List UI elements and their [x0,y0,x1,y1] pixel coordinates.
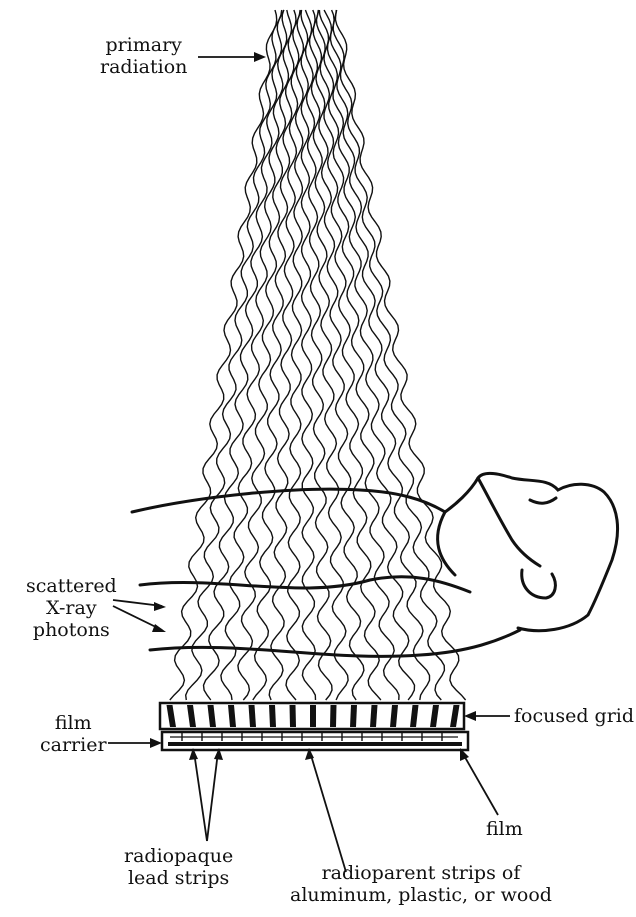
radiation-wave [317,10,381,700]
arrow-radioparent [310,752,346,872]
radiation-wave [336,10,466,700]
focused-grid [160,703,464,729]
radiation-wave [170,10,277,700]
lead-strip [290,705,297,727]
primary-radiation-waves [170,10,466,700]
patient-body-mid [140,577,470,592]
lead-strip [310,705,316,727]
arrow-lead-2 [207,752,218,841]
radiation-wave [204,10,284,700]
radiation-wave [305,10,332,700]
radiation-wave [301,10,316,700]
radiation-wave [221,10,287,700]
arrow-film [462,752,498,815]
lead-strip [330,705,337,727]
radiation-wave [186,10,282,700]
patient-nose [530,498,556,503]
patient-outline [132,473,618,656]
patient-ear [522,570,556,598]
patient-shoulder [438,512,455,575]
radiation-wave [333,10,444,700]
patient-face [478,478,540,566]
patient-head [445,473,618,630]
radiation-wave [331,10,430,700]
grid-lead-strips [167,705,460,727]
radiation-wave [319,10,399,700]
label-focused-grid: focused grid [514,705,634,727]
lead-strip [350,705,357,727]
label-film: film [486,818,523,840]
arrow-lead-1 [194,752,207,841]
lead-strip [269,705,276,727]
